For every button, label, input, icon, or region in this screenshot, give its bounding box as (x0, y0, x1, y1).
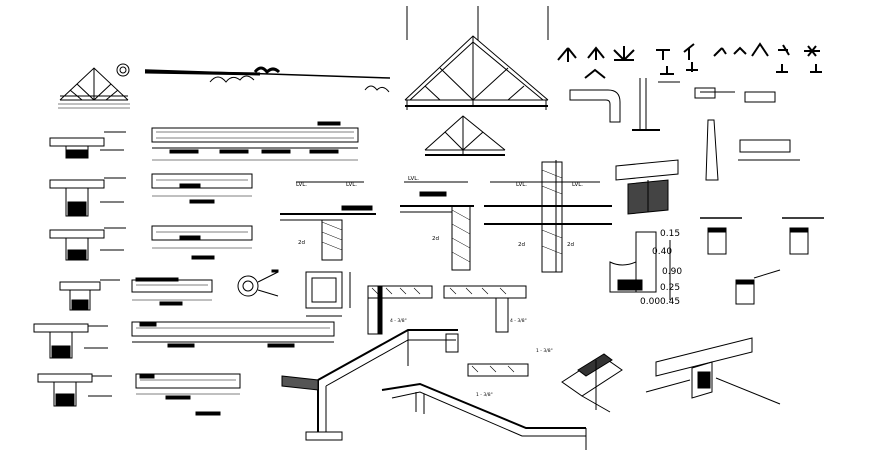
label-level-5: 0.00 (640, 297, 660, 307)
beam-elevations (131, 121, 359, 416)
round-column-detail (237, 269, 279, 297)
label-dim-c: 2d (518, 242, 525, 248)
label-level-1: 0.15 (660, 229, 680, 239)
label-dim-b: 2d (432, 236, 439, 242)
portal-frame-section (281, 329, 459, 441)
label-dim-d: 2d (567, 242, 574, 248)
label-level-4: 0.25 (660, 283, 680, 293)
main-roof-truss (404, 35, 549, 110)
column-base-detail (609, 231, 671, 300)
secondary-roof-truss (424, 115, 506, 156)
isometric-connection-a (561, 353, 623, 413)
beam-column-joint-a (280, 181, 376, 261)
label-level-3: 0.90 (662, 267, 682, 277)
gutter-detail (705, 119, 800, 181)
label-level-2: 0.40 (652, 247, 672, 257)
square-column-section (305, 271, 351, 317)
reference-lines (406, 6, 549, 40)
label-bar-a: 4 - 3/8" (390, 318, 407, 324)
label-bar-d: 1 - 3/8" (476, 392, 493, 398)
small-truss-detail (58, 63, 130, 109)
label-bar-c: 1 - 3/8" (536, 348, 553, 354)
label-section-b: LVL. (346, 182, 357, 188)
label-section-c: LVL. (408, 176, 419, 182)
beam-column-joint-b (400, 181, 474, 271)
curved-beam-detail (569, 78, 776, 131)
label-section-d: LVL. (516, 182, 527, 188)
isometric-connection-b (645, 337, 781, 405)
block-wall-sections (367, 285, 529, 377)
label-level-6: 0.45 (660, 297, 680, 307)
bracket-detail (615, 159, 679, 215)
label-section-a: LVL. (296, 182, 307, 188)
label-dim-a: 2d (298, 240, 305, 246)
connector-symbols (557, 42, 822, 79)
stair-section (381, 382, 587, 450)
beam-column-joint-c (484, 160, 612, 273)
label-section-e: LVL. (572, 182, 583, 188)
ridge-section-with-vegetation (144, 66, 391, 93)
label-bar-b: 4 - 3/8" (510, 318, 527, 324)
drawing-labels: LVL. LVL. LVL. LVL. LVL. 2d 2d 2d 2d 4 -… (296, 176, 682, 398)
beam-sections (700, 217, 824, 305)
foundation-details (33, 131, 126, 407)
